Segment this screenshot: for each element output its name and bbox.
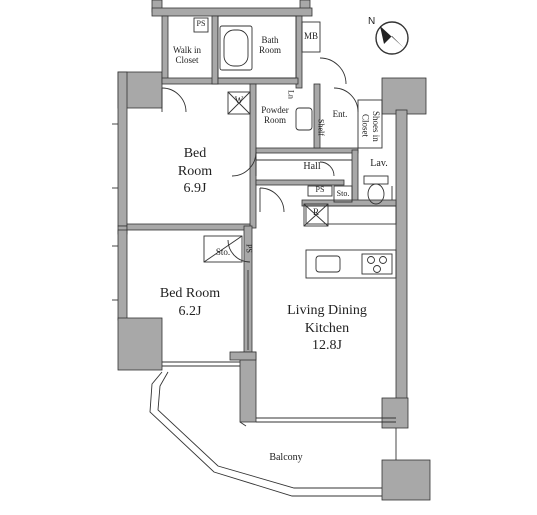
compass-north-label: N [368, 16, 376, 27]
ldk-name: Living Dining Kitchen [287, 303, 367, 336]
mb-label: MB [303, 31, 318, 41]
bed-room-1-label: Bed Room 6.9J [160, 145, 230, 198]
bed-room-2-name: Bed Room [159, 286, 221, 301]
entrance-label: Ent. [332, 109, 348, 119]
walk-in-closet-label: Walk in Closet [172, 45, 202, 65]
ps-bed2-label: PS [244, 243, 254, 253]
lav-label: Lav. [370, 158, 388, 169]
bath-room-label: Bath Room [258, 35, 281, 55]
ldk-size: 12.8J [312, 338, 342, 353]
sto-hall-label: Sto. [336, 189, 350, 198]
compass-icon [375, 21, 409, 55]
linen-label: Ln [286, 89, 296, 99]
shoes-in-closet-label: Shoes in Closet [360, 110, 382, 142]
balcony-label: Balcony [269, 452, 303, 463]
bed-room-2-size: 6.2J [178, 303, 202, 319]
bed-room-1-name: Bed Room [177, 146, 213, 179]
sto-bed2-label: Sto. [215, 247, 231, 257]
ldk-label: Living Dining Kitchen 12.8J [262, 302, 392, 355]
ps-top-label: PS [196, 19, 206, 28]
shelf-label: Shelf [316, 118, 326, 136]
powder-room-label: Powder Room [261, 105, 289, 125]
bed-room-1-size: 6.9J [183, 181, 207, 196]
ps-hall-label: PS [315, 185, 325, 194]
fixtures [112, 15, 397, 497]
bed-room-2-label: Bed Room 6.2J [140, 285, 240, 320]
fridge-label: R [312, 207, 319, 217]
washer-label: W [234, 95, 244, 105]
hall-label: Hall [303, 161, 321, 172]
